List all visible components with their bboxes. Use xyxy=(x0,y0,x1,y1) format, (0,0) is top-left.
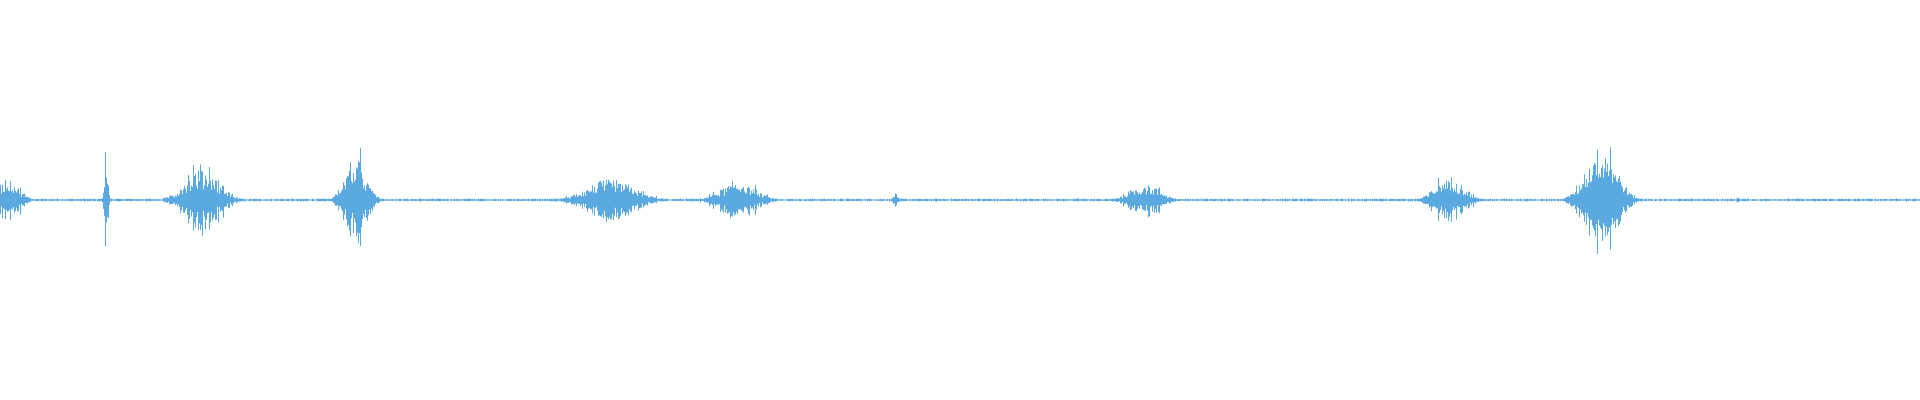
waveform-samples xyxy=(0,147,1920,255)
